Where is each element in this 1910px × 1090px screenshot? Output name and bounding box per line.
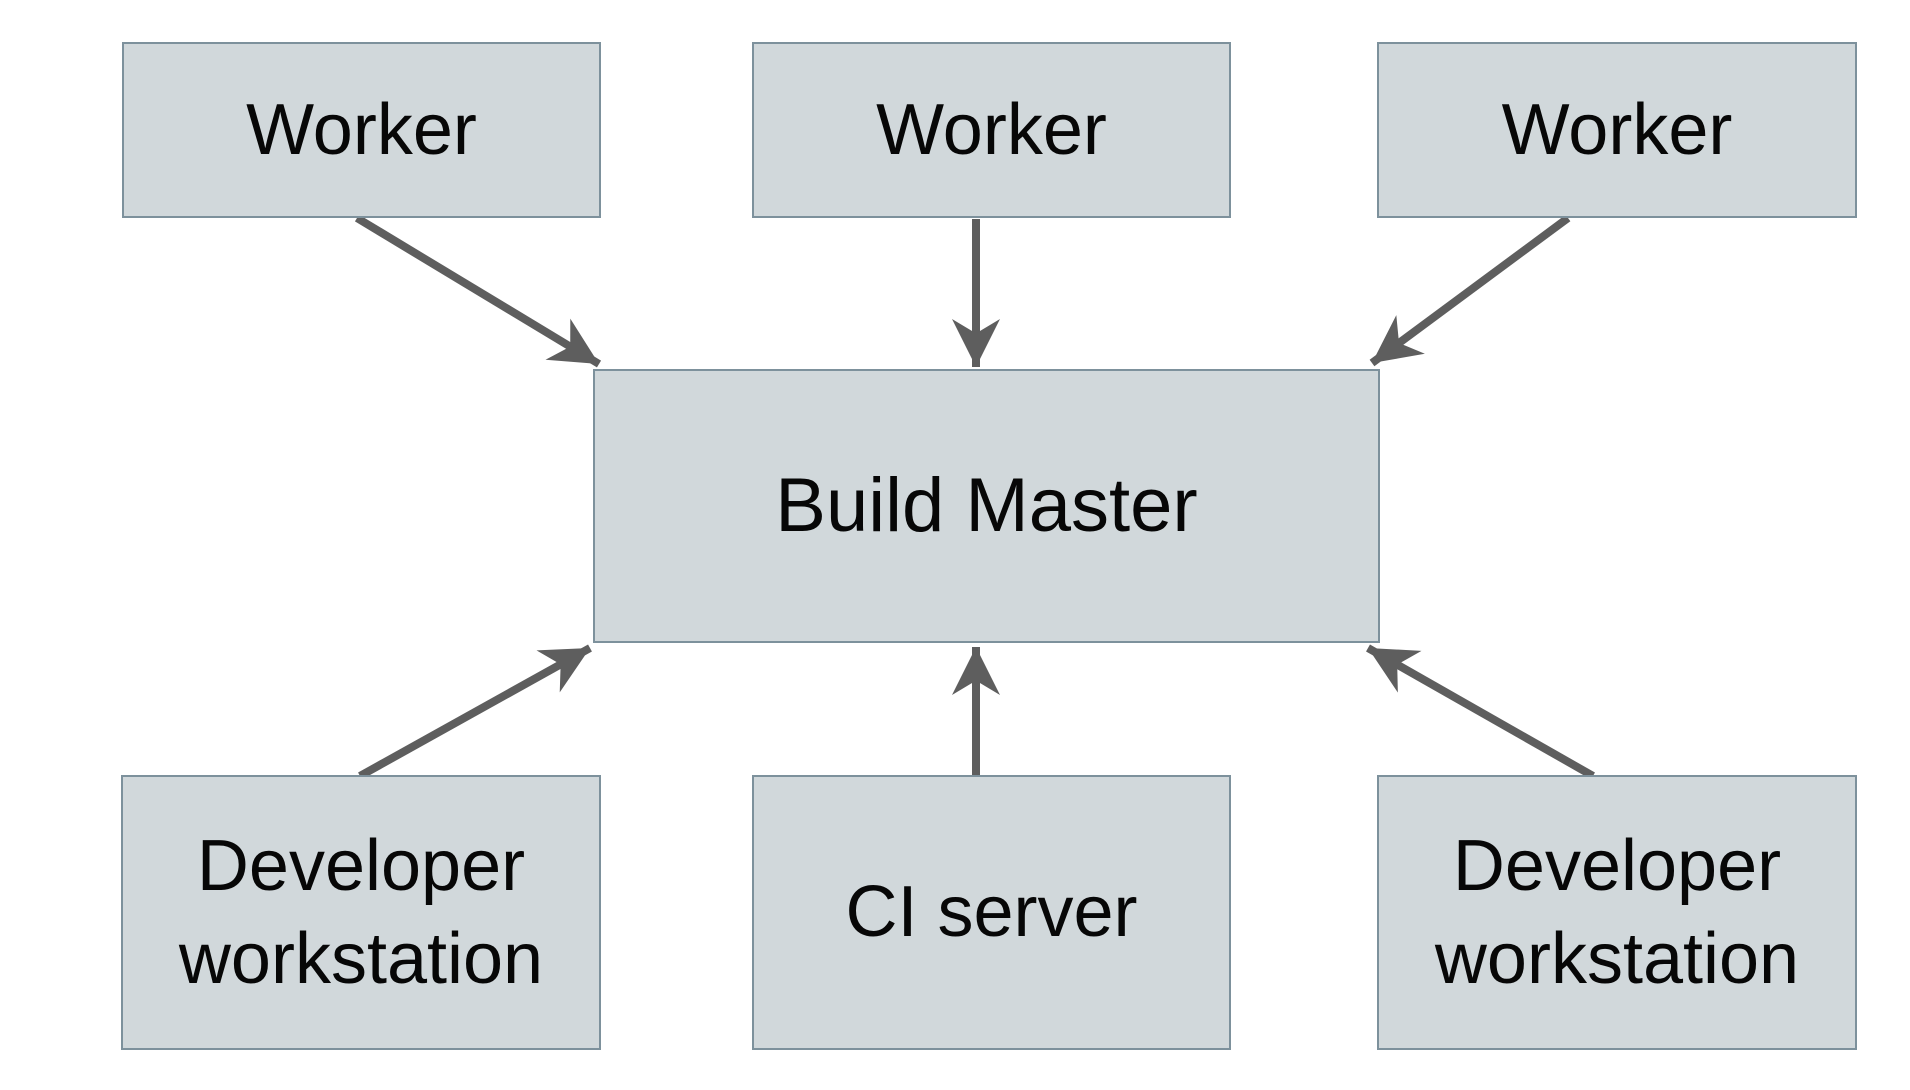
node-ci-server-label: CI server <box>845 872 1138 953</box>
node-worker-1-label: Worker <box>246 89 477 170</box>
node-build-master-label: Build Master <box>775 463 1198 549</box>
node-ci-server: CI server <box>752 775 1231 1050</box>
node-developer-workstation-2: Developer workstation <box>1377 775 1857 1050</box>
arrow-worker1-to-buildmaster <box>354 214 602 368</box>
arrow-worker3-to-buildmaster <box>1369 214 1571 367</box>
node-developer-workstation-1: Developer workstation <box>121 775 601 1050</box>
node-worker-3: Worker <box>1377 42 1857 218</box>
node-worker-3-label: Worker <box>1501 89 1733 170</box>
node-developer-workstation-2-label: Developer workstation <box>1434 826 1800 999</box>
node-developer-workstation-1-label: Developer workstation <box>178 826 544 999</box>
node-worker-2-label: Worker <box>876 89 1107 170</box>
node-build-master: Build Master <box>593 369 1380 643</box>
node-worker-2: Worker <box>752 42 1231 218</box>
node-worker-1: Worker <box>122 42 601 218</box>
arrow-devworkstation1-to-buildmaster <box>358 644 592 780</box>
arrow-devworkstation2-to-buildmaster <box>1366 644 1595 780</box>
